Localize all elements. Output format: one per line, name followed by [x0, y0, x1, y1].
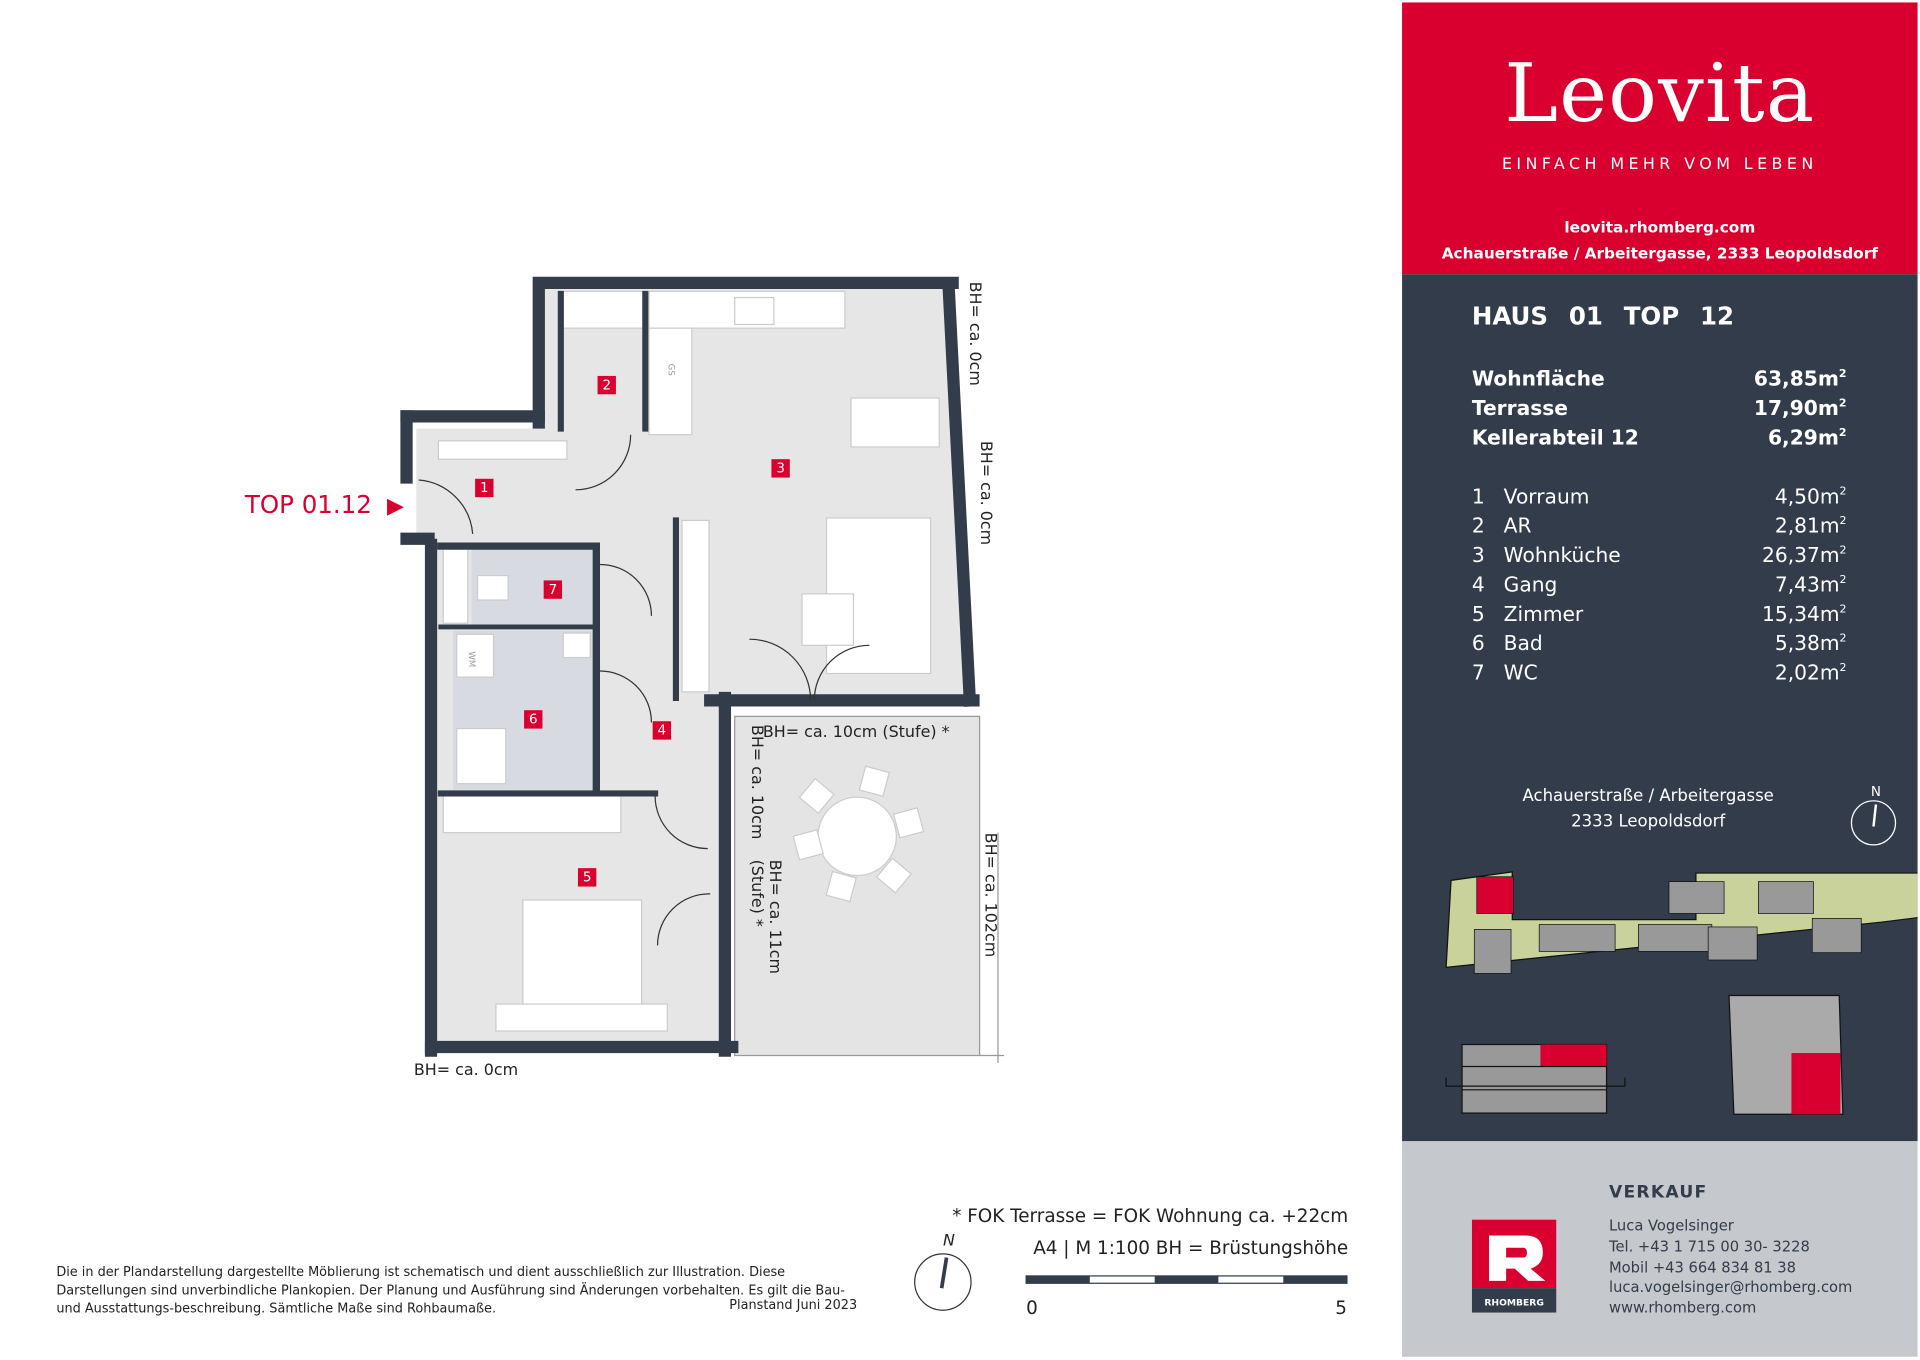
- svg-text:N: N: [943, 1230, 955, 1249]
- contact-name: Luca Vogelsinger: [1608, 1217, 1734, 1235]
- dishwasher-label: GS: [666, 364, 676, 376]
- rhomberg-logo: RHOMBERG: [1471, 1219, 1557, 1313]
- furniture: [437, 290, 940, 1032]
- website-link[interactable]: leovita.rhomberg.com: [1564, 217, 1756, 237]
- floor-plan-drawing: GS WM: [400, 276, 1005, 1063]
- summary-label: Wohnfläche: [1471, 367, 1605, 391]
- leovita-logo: Leovita: [1504, 46, 1816, 141]
- bh-kitchen-window: BH= ca. 0cm: [964, 281, 984, 386]
- contact-email[interactable]: luca.vogelsinger@rhomberg.com: [1608, 1278, 1853, 1296]
- bh-gang-window: BH= ca. 10cm: [746, 724, 766, 840]
- unit-title: HAUS 01 TOP 12: [1472, 301, 1734, 330]
- contact-phone[interactable]: Tel. +43 1 715 00 30- 3228: [1608, 1237, 1810, 1255]
- room-label-6: 6: [524, 710, 543, 729]
- room-label-2: 2: [597, 375, 616, 395]
- haus-label: HAUS 01: [1471, 301, 1603, 331]
- site-overview-map: N: [1445, 785, 1918, 1115]
- bh-living-terrace-door: BH= ca. 10cm (Stufe) *: [762, 723, 950, 743]
- north-compass-icon: N: [914, 1230, 972, 1311]
- washer-label: WM: [466, 651, 476, 667]
- summary-row: Wohnfläche 63,85m2: [1472, 365, 1847, 394]
- room-label-5: 5: [577, 868, 597, 887]
- fok-note: * FOK Terrasse = FOK Wohnung ca. +22cm: [952, 1204, 1349, 1227]
- entry-arrow-icon: ▶: [386, 493, 404, 520]
- svg-text:N: N: [1871, 785, 1881, 800]
- room-label-7: 7: [543, 580, 563, 599]
- room-label-3: 3: [771, 459, 790, 478]
- sales-title: VERKAUF: [1608, 1182, 1708, 1203]
- contact-website[interactable]: www.rhomberg.com: [1608, 1299, 1757, 1317]
- room-label-4: 4: [652, 721, 672, 740]
- scale-note: A4 | M 1:100 BH = Brüstungshöhe: [1033, 1236, 1349, 1259]
- bh-bedroom-terrace-door: BH= ca. 11cm(Stufe) *: [746, 859, 784, 975]
- top-label: TOP 12: [1623, 301, 1735, 331]
- room-label-1: 1: [475, 478, 494, 498]
- terrace-area: [734, 715, 981, 1057]
- summary-value: 63,85m2: [1753, 367, 1847, 391]
- walls: [400, 276, 980, 1057]
- summary-label: Terrasse: [1471, 396, 1568, 421]
- svg-text:RHOMBERG: RHOMBERG: [1484, 1297, 1544, 1308]
- scale-end: 5: [1335, 1298, 1347, 1319]
- summary-row: Terrasse 17,90m2: [1472, 394, 1847, 423]
- disclaimer: Die in der Plandarstellung dargestellte …: [56, 1264, 845, 1317]
- planstand: Planstand Juni 2023: [729, 1297, 858, 1313]
- entry-label: TOP 01.12 ▶: [244, 489, 404, 520]
- summary-value: 6,29m2: [1767, 426, 1847, 450]
- sales-contact: Luca Vogelsinger Tel. +43 1 715 00 30- 3…: [1609, 1216, 1852, 1319]
- contact-mobile[interactable]: Mobil +43 664 834 81 38: [1608, 1258, 1797, 1276]
- bh-terrace-railing: BH= ca. 102cm: [980, 832, 1000, 958]
- summary-row: Kellerabteil 12 6,29m2: [1472, 424, 1847, 453]
- project-address: Achauerstraße / Arbeitergasse, 2333 Leop…: [1441, 243, 1878, 263]
- tagline: EINFACH MEHR VOM LEBEN: [1501, 155, 1818, 174]
- summary-label: Kellerabteil 12: [1471, 426, 1639, 450]
- bh-living-window: BH= ca. 0cm: [975, 440, 995, 546]
- bh-bedroom-window: BH= ca. 0cm: [413, 1061, 519, 1081]
- scale-start: 0: [1026, 1298, 1038, 1319]
- brand-header: [1402, 2, 1918, 275]
- scale-and-north: N 0 5: [914, 1230, 1348, 1319]
- doors: [418, 434, 870, 946]
- north-arrow-icon: N: [1850, 785, 1897, 846]
- summary-value: 17,90m2: [1753, 396, 1847, 421]
- scale-bar: [1025, 1275, 1348, 1284]
